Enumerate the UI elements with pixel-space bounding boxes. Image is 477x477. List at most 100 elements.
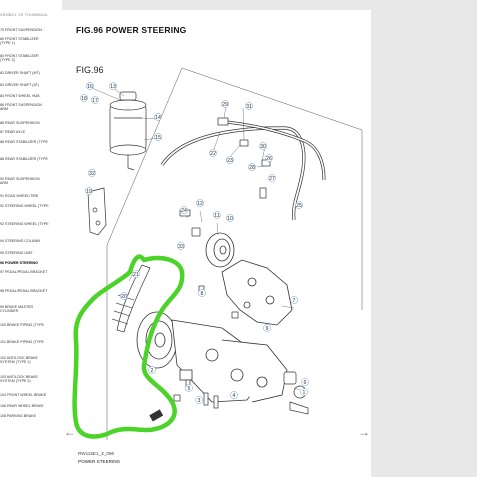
callout-1[interactable]: 1 bbox=[300, 388, 308, 396]
callout-33[interactable]: 33 bbox=[177, 242, 185, 250]
callout-2[interactable]: 2 bbox=[148, 366, 156, 374]
callout-29[interactable]: 29 bbox=[221, 100, 229, 108]
parts-sidebar: SEMBOL VE THUMBNAIL 75 FRONT SUSPENSION 8… bbox=[0, 0, 62, 477]
sidebar-item[interactable]: 94 STEERING COLUMN bbox=[0, 239, 40, 243]
callout-12[interactable]: 12 bbox=[196, 199, 204, 207]
callout-3[interactable]: 3 bbox=[195, 396, 203, 404]
sidebar-item[interactable]: 86 REAR SUSPENSION bbox=[0, 121, 40, 125]
svg-text:23: 23 bbox=[227, 158, 233, 164]
sidebar-item[interactable]: 86 FRONT SUSPENSION ARM bbox=[0, 103, 42, 112]
svg-text:8: 8 bbox=[201, 291, 204, 297]
svg-text:24: 24 bbox=[181, 208, 187, 214]
svg-text:7: 7 bbox=[293, 298, 296, 304]
callout-10[interactable]: 10 bbox=[226, 214, 234, 222]
callout-32[interactable]: 32 bbox=[88, 169, 96, 177]
diagram-page: FIG.96 POWER STEERING FIG.96 bbox=[62, 10, 371, 477]
svg-text:9: 9 bbox=[266, 326, 269, 332]
sidebar-item[interactable]: 84 FRONT WHEEL HUB bbox=[0, 94, 40, 98]
front-arrow-icon bbox=[149, 409, 164, 422]
svg-text:33: 33 bbox=[178, 244, 184, 250]
sidebar-item[interactable]: 102 ANTILOCK BRAKE SYSTEM (TYPE 1) bbox=[0, 356, 38, 365]
sidebar-item[interactable]: 88 REAR STABILIZER (TYPE bbox=[0, 140, 48, 144]
callout-25[interactable]: 25 bbox=[295, 201, 303, 209]
sidebar-item[interactable]: 104 FRONT WHEEL BRAKE bbox=[0, 393, 47, 397]
svg-text:2: 2 bbox=[151, 368, 154, 374]
callout-30[interactable]: 30 bbox=[259, 142, 267, 150]
svg-text:25: 25 bbox=[296, 203, 302, 209]
sidebar-item[interactable]: 97 PEDAL/PEDAL BRACKET bbox=[0, 270, 48, 274]
callout-17[interactable]: 17 bbox=[91, 96, 99, 104]
power-steering-diagram: FIG.96 bbox=[72, 65, 363, 440]
callout-4[interactable]: 4 bbox=[230, 391, 238, 399]
callout-26[interactable]: 26 bbox=[265, 154, 273, 162]
sidebar-item[interactable]: 92 STEERING WHEEL (TYPE bbox=[0, 222, 49, 226]
highlight-outline bbox=[72, 254, 185, 439]
previous-page-arrow-icon[interactable]: ← bbox=[64, 425, 76, 439]
callout-9[interactable]: 9 bbox=[263, 324, 271, 332]
page-title: FIG.96 POWER STEERING bbox=[76, 25, 187, 35]
sidebar-item[interactable]: 75 FRONT SUSPENSION bbox=[0, 28, 42, 32]
sidebar-item[interactable]: 96 POWER STEERING bbox=[0, 261, 38, 265]
pressure-hose bbox=[160, 126, 306, 221]
svg-text:27: 27 bbox=[269, 176, 275, 182]
sidebar-item[interactable]: 106 REAR WHEEL BRAKE bbox=[0, 404, 44, 408]
svg-text:13: 13 bbox=[110, 84, 116, 90]
sidebar-item[interactable]: 80 FRONT STABILIZER (TYPE 2) bbox=[0, 54, 39, 63]
callout-6[interactable]: 6 bbox=[301, 378, 309, 386]
sidebar-item[interactable]: 90 REAR SUSPENSION ARM bbox=[0, 177, 40, 186]
svg-text:6: 6 bbox=[304, 380, 307, 386]
callout-27[interactable]: 27 bbox=[268, 174, 276, 182]
callout-28[interactable]: 28 bbox=[248, 163, 256, 171]
sidebar-item[interactable]: 100 BRAKE PIPING (TYPE bbox=[0, 323, 44, 327]
callout-16[interactable]: 16 bbox=[86, 82, 94, 90]
callout-13[interactable]: 13 bbox=[109, 82, 117, 90]
svg-text:19: 19 bbox=[86, 189, 92, 195]
svg-text:15: 15 bbox=[155, 135, 161, 141]
sidebar-item[interactable]: 87 REAR AXLE bbox=[0, 130, 25, 134]
svg-text:28: 28 bbox=[249, 165, 255, 171]
svg-text:10: 10 bbox=[227, 216, 233, 222]
sidebar-item[interactable]: 83 DRIVER SHAFT (AT) bbox=[0, 83, 40, 87]
callouts: 16 13 18 17 14 15 29 31 22 23 30 28 26 2… bbox=[80, 82, 309, 404]
next-page-arrow-icon[interactable]: → bbox=[358, 425, 370, 439]
sidebar-item[interactable]: 80 FRONT STABILIZER (TYPE 1) bbox=[0, 37, 39, 46]
callout-15[interactable]: 15 bbox=[154, 133, 162, 141]
svg-text:4: 4 bbox=[233, 393, 236, 399]
callout-18[interactable]: 18 bbox=[80, 94, 88, 102]
svg-text:30: 30 bbox=[260, 144, 266, 150]
callout-31[interactable]: 31 bbox=[245, 102, 253, 110]
svg-text:29: 29 bbox=[222, 102, 228, 108]
sidebar-item[interactable]: 98 PEDAL/PEDAL BRACKET bbox=[0, 289, 48, 293]
svg-text:32: 32 bbox=[89, 171, 95, 177]
pump-pulley bbox=[205, 232, 235, 268]
sidebar-item[interactable]: 88 REAR STABILIZER (TYPE bbox=[0, 157, 48, 161]
leader-lines bbox=[91, 87, 301, 391]
callout-5[interactable]: 5 bbox=[185, 384, 193, 392]
sidebar-item[interactable]: 92 STEERING WHEEL (TYPE bbox=[0, 204, 49, 208]
callout-14[interactable]: 14 bbox=[154, 113, 162, 121]
svg-text:12: 12 bbox=[197, 201, 203, 207]
sidebar-item[interactable]: 95 STEERING UNIT bbox=[0, 251, 33, 255]
sidebar-header: SEMBOL VE THUMBNAIL bbox=[0, 13, 49, 17]
sidebar-item[interactable]: 99 BRAKE MASTER CYLINDER bbox=[0, 305, 34, 314]
callout-20[interactable]: 20 bbox=[120, 292, 128, 300]
sidebar-item[interactable]: 82 DRIVER SHAFT (MT) bbox=[0, 71, 40, 75]
sidebar-item[interactable]: 108 PARKING BRAKE bbox=[0, 414, 37, 418]
callout-24[interactable]: 24 bbox=[180, 206, 188, 214]
callout-22[interactable]: 22 bbox=[209, 149, 217, 157]
callout-7[interactable]: 7 bbox=[290, 296, 298, 304]
svg-text:22: 22 bbox=[210, 151, 216, 157]
svg-text:17: 17 bbox=[92, 98, 98, 104]
callout-19[interactable]: 19 bbox=[85, 187, 93, 195]
callout-21[interactable]: 21 bbox=[132, 270, 140, 278]
callout-23[interactable]: 23 bbox=[226, 156, 234, 164]
callout-11[interactable]: 11 bbox=[213, 211, 221, 219]
figure-label: FIG.96 bbox=[76, 65, 104, 75]
sidebar-item[interactable]: 103 ANTILOCK BRAKE SYSTEM (TYPE 2) bbox=[0, 375, 38, 384]
callout-8[interactable]: 8 bbox=[198, 289, 206, 297]
svg-text:11: 11 bbox=[214, 213, 219, 219]
svg-text:26: 26 bbox=[266, 156, 272, 162]
sidebar-item[interactable]: 91 ROAD WHEEL/TIRE bbox=[0, 194, 39, 198]
sidebar-item[interactable]: 101 BRAKE PIPING (TYPE bbox=[0, 340, 44, 344]
pipe-fittings bbox=[179, 117, 271, 237]
